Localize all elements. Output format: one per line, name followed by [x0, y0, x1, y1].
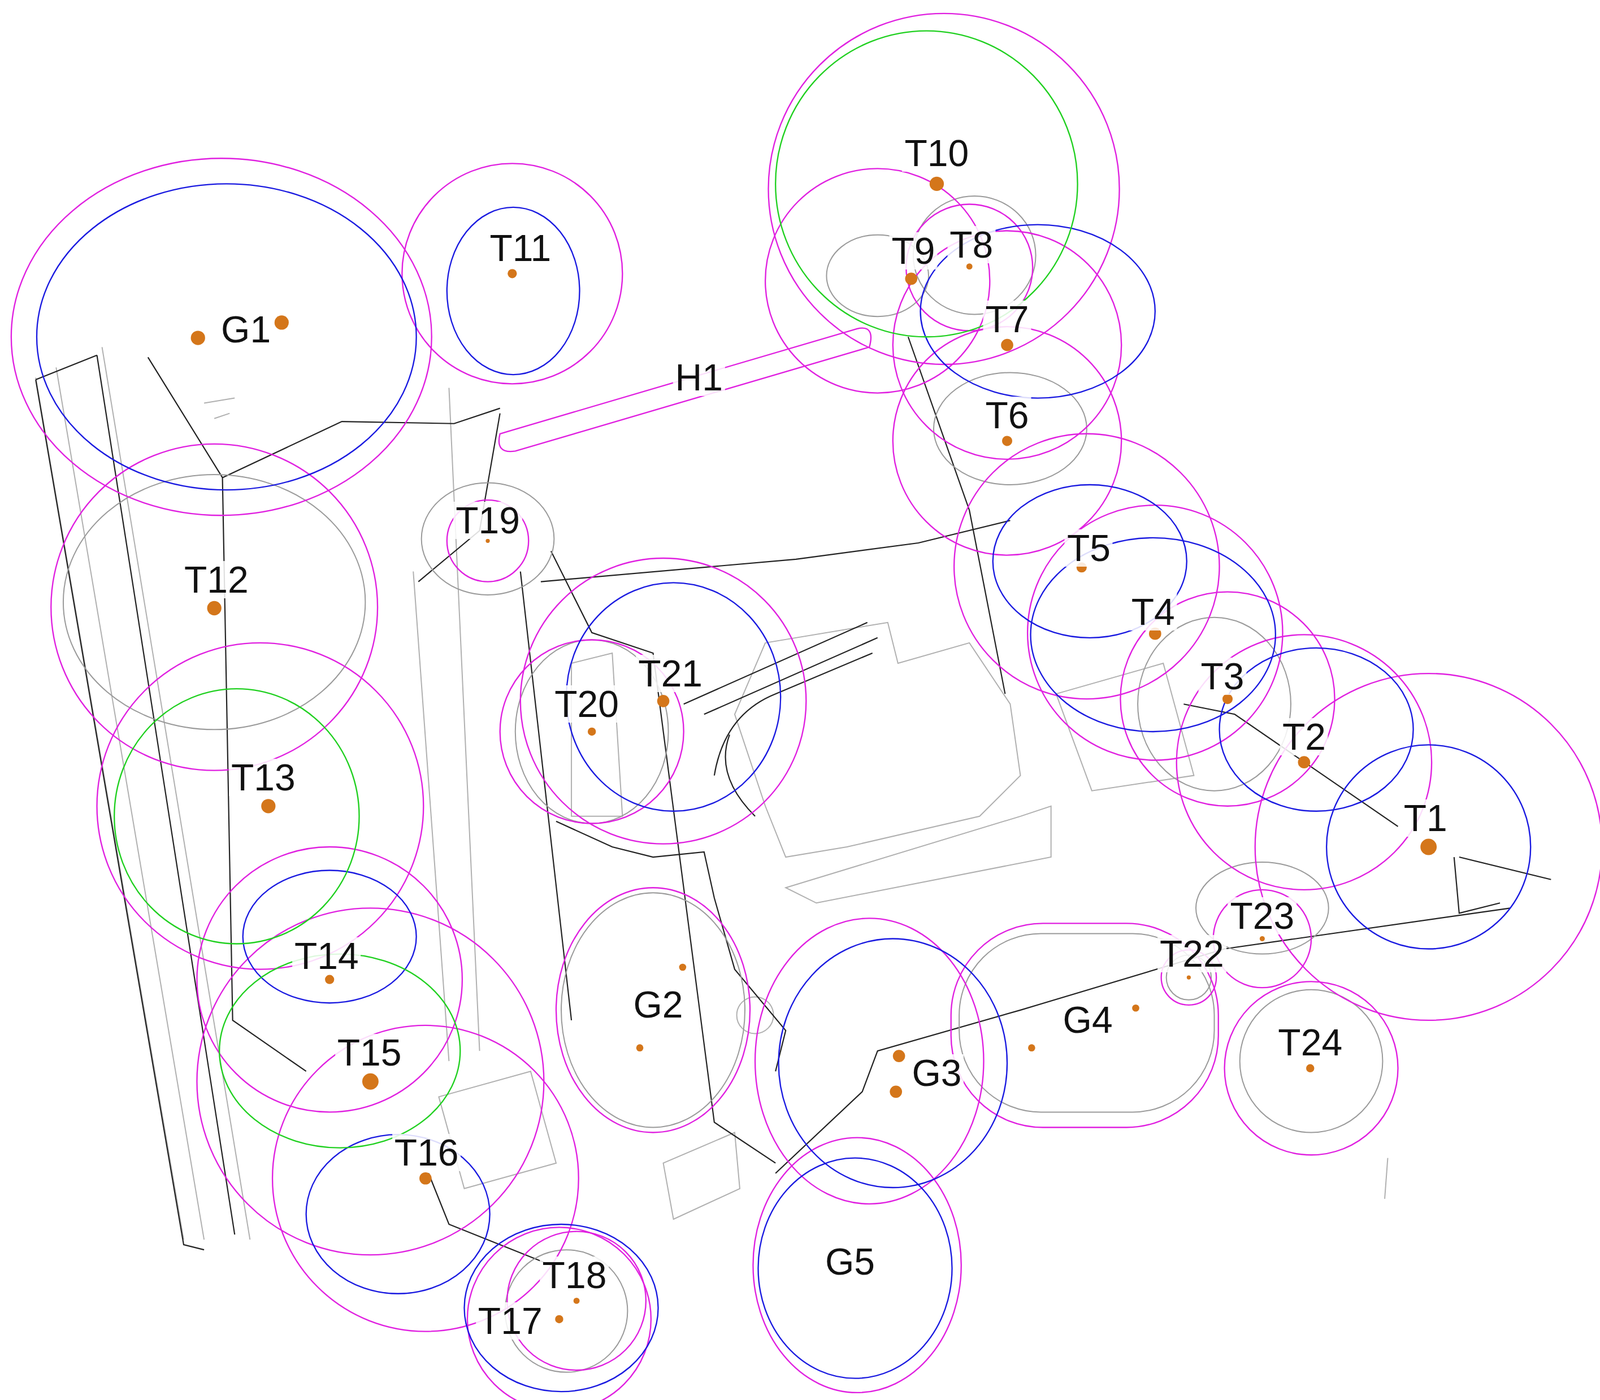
site-lines [35, 336, 1551, 1266]
tree-reference: T9 [889, 232, 938, 270]
tree-reference: T8 [947, 226, 996, 264]
tree-reference: T24 [1275, 1024, 1345, 1062]
tree-reference: T10 [902, 134, 972, 172]
tree-reference: T21 [635, 655, 705, 693]
tree-reference: T23 [1228, 897, 1298, 935]
tree-reference: G4 [1060, 1001, 1116, 1039]
tree-reference: T17 [475, 1302, 545, 1341]
tree-reference: T7 [982, 300, 1031, 338]
tree-reference: T1 [1401, 799, 1450, 838]
tree-reference: H1 [673, 358, 726, 397]
tree-reference: T20 [552, 685, 622, 723]
tree-reference: G1 [218, 310, 273, 349]
tree-reference: T19 [453, 501, 523, 540]
tree-reference: T16 [392, 1134, 462, 1172]
tree-reference: T12 [181, 561, 251, 599]
tree-reference: G2 [631, 986, 686, 1024]
canopy-spreads-alt [114, 31, 1078, 1149]
canopy-spreads [36, 183, 1531, 1393]
tree-reference: T18 [540, 1256, 610, 1295]
tree-reference: T13 [228, 759, 298, 797]
root-protection-areas [11, 13, 1600, 1400]
tree-reference: T5 [1064, 529, 1113, 567]
tree-reference: T4 [1129, 593, 1178, 631]
tree-reference: T6 [982, 396, 1031, 435]
tree-reference: T11 [487, 229, 554, 267]
canopy-outlines [63, 196, 1383, 1373]
tree-positions [191, 176, 1437, 1324]
site-features [35, 347, 1388, 1240]
tree-reference: G3 [909, 1054, 964, 1092]
tree-reference: T14 [292, 937, 362, 975]
tree-reference: T15 [335, 1034, 405, 1072]
tree-reference: G5 [822, 1243, 878, 1281]
tree-reference: T3 [1198, 657, 1247, 696]
tree-reference: T22 [1157, 935, 1227, 973]
tree-reference: T2 [1280, 718, 1329, 756]
